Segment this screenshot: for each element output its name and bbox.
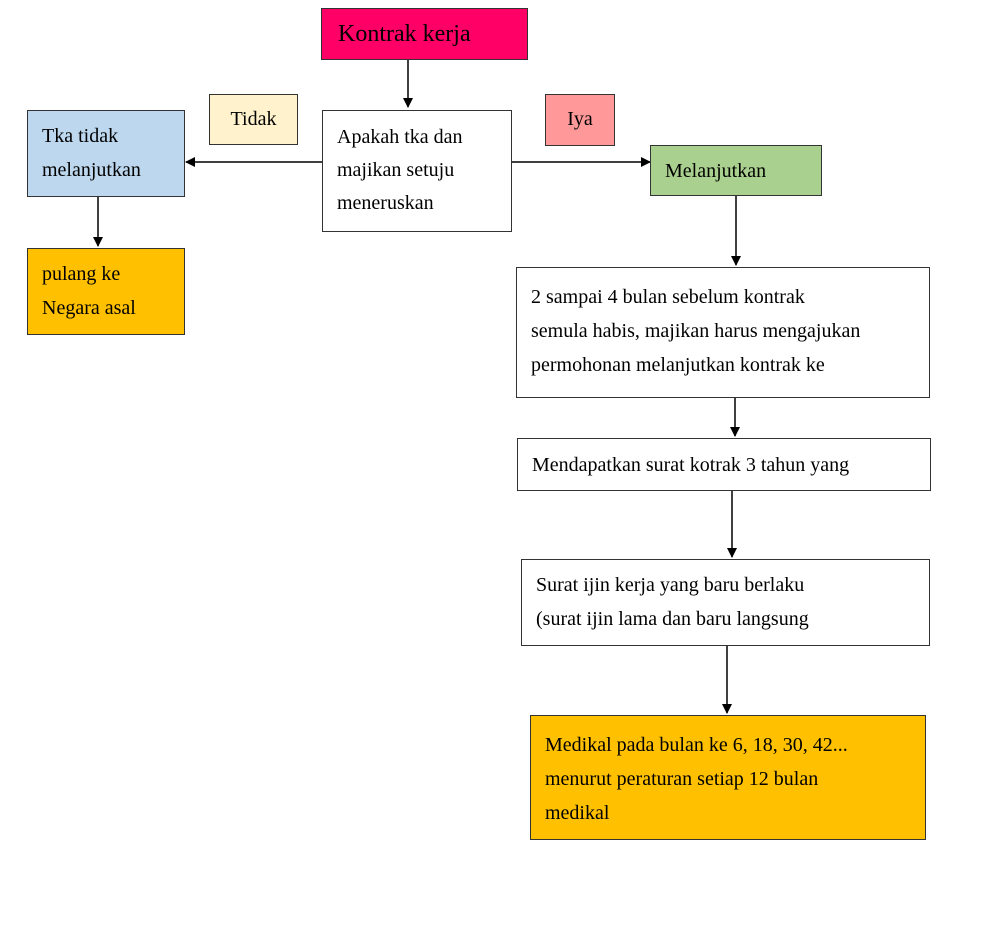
medical-node: Medikal pada bulan ke 6, 18, 30, 42... m… — [530, 715, 926, 840]
application-node: 2 sampai 4 bulan sebelum kontrak semula … — [516, 267, 930, 398]
start-node-text: Kontrak kerja — [338, 21, 471, 47]
application-line-1: 2 sampai 4 bulan sebelum kontrak — [531, 286, 805, 308]
medical-line-2: menurut peraturan setiap 12 bulan — [545, 768, 819, 790]
no-edge-label-text: Tidak — [230, 108, 277, 130]
application-line-3: permohonan melanjutkan kontrak ke — [531, 354, 825, 376]
application-line-2: semula habis, majikan harus mengajukan — [531, 320, 861, 342]
no-branch-line-2: melanjutkan — [42, 159, 141, 181]
question-line-2: majikan setuju — [337, 159, 455, 181]
medical-line-3: medikal — [545, 802, 610, 824]
medical-line-1: Medikal pada bulan ke 6, 18, 30, 42... — [545, 734, 848, 756]
permit-line-1: Surat ijin kerja yang baru berlaku — [536, 574, 805, 596]
no-edge-label: Tidak — [209, 94, 298, 145]
question-line-3: meneruskan — [337, 192, 434, 214]
yes-edge-label-text: Iya — [567, 108, 593, 130]
question-node: Apakah tka dan majikan setuju meneruskan — [322, 110, 512, 232]
return-home-line-1: pulang ke — [42, 263, 121, 285]
permit-node: Surat ijin kerja yang baru berlaku (sura… — [521, 559, 930, 646]
return-home-line-2: Negara asal — [42, 297, 136, 319]
yes-branch-node: Melanjutkan — [650, 145, 822, 196]
yes-edge-label: Iya — [545, 94, 615, 146]
question-line-1: Apakah tka dan — [337, 126, 463, 148]
return-home-node: pulang ke Negara asal — [27, 248, 185, 335]
no-branch-node: Tka tidak melanjutkan — [27, 110, 185, 197]
letter-text: Mendapatkan surat kotrak 3 tahun yang — [532, 454, 850, 476]
permit-line-2: (surat ijin lama dan baru langsung — [536, 608, 809, 630]
start-node: Kontrak kerja — [321, 8, 528, 60]
yes-branch-text: Melanjutkan — [665, 160, 767, 182]
no-branch-line-1: Tka tidak — [42, 125, 119, 147]
letter-node: Mendapatkan surat kotrak 3 tahun yang — [517, 438, 931, 491]
